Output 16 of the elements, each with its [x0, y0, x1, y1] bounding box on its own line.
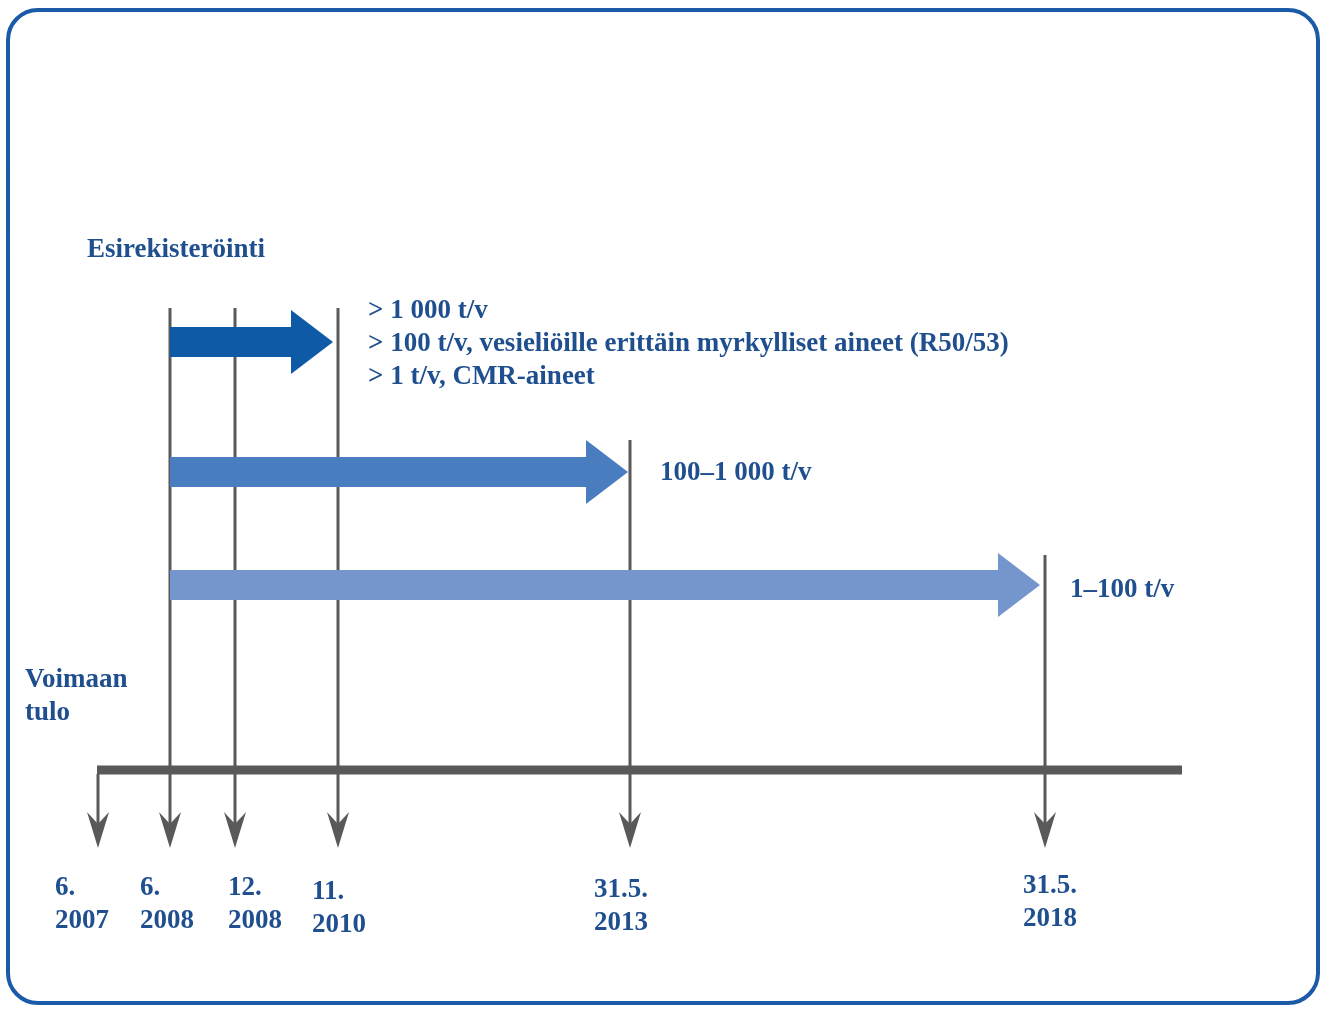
- date-label: 6. 2008: [140, 870, 194, 936]
- range-label: > 100 t/v, vesieliöille erittäin myrkylliset aineet (R50/53): [368, 326, 1009, 359]
- date-label: 12. 2008: [228, 870, 282, 936]
- date-label: 11. 2010: [312, 874, 366, 940]
- date-label: 31.5. 2018: [1023, 868, 1077, 934]
- block-arrow: [170, 440, 628, 504]
- block-arrow: [170, 553, 1040, 617]
- date-label: 31.5. 2013: [594, 872, 648, 938]
- block-arrow: [170, 310, 333, 374]
- section-heading: Esirekisteröinti: [87, 232, 265, 265]
- range-label: > 1 t/v, CMR-aineet: [368, 359, 596, 392]
- range-label: 1–100 t/v: [1044, 572, 1175, 605]
- axis-note: Voimaan tulo: [25, 662, 128, 728]
- range-label: 100–1 000 t/v: [632, 455, 812, 488]
- range-label: > 1 000 t/v: [368, 293, 489, 326]
- date-label: 6. 2007: [55, 870, 109, 936]
